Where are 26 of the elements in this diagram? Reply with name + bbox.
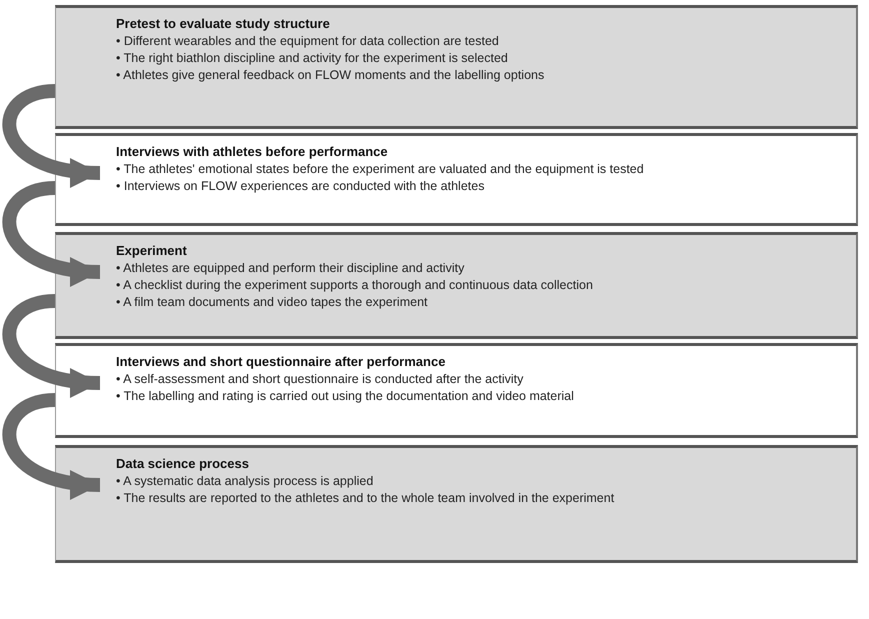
bullet-text: • The labelling and rating is carried out using the documentation and video material xyxy=(116,388,575,405)
step-heading: Pretest to evaluate study structure xyxy=(116,16,331,31)
bullet-text: • Athletes are equipped and perform their discipline and activity xyxy=(116,260,466,277)
bullet-text: • Athletes give general feedback on FLOW moments and the labelling options xyxy=(116,67,546,84)
step-box xyxy=(55,445,858,563)
bullet-text: • The athletes' emotional states before the experiment are valuated and the equipment is tested xyxy=(116,161,645,178)
curved-arrow xyxy=(2,181,100,286)
step-box xyxy=(55,232,858,339)
curved-arrow xyxy=(2,294,100,396)
step-box xyxy=(55,343,858,438)
curved-arrow xyxy=(2,393,100,498)
bullet-text: • A film team documents and video tapes the experiment xyxy=(116,294,428,311)
bullet-text: • The right biathlon discipline and activity for the experiment is selected xyxy=(116,50,509,67)
step-heading: Interviews with athletes before performance xyxy=(116,144,389,159)
step-heading: Interviews and short questionnaire after performance xyxy=(116,354,446,369)
step-heading: Data science process xyxy=(116,456,250,471)
step-box xyxy=(55,5,858,129)
bullet-text: • Interviews on FLOW experiences are conducted with the athletes xyxy=(116,178,486,195)
bullet-text: • A systematic data analysis process is applied xyxy=(116,473,374,490)
step-heading: Experiment xyxy=(116,243,188,258)
bullet-text: • A checklist during the experiment supports a thorough and continuous data collection xyxy=(116,277,594,294)
curved-arrow xyxy=(2,84,100,186)
step-box xyxy=(55,133,858,226)
bullet-text: • A self-assessment and short questionnaire is conducted after the activity xyxy=(116,371,524,388)
bullet-text: • The results are reported to the athletes and to the whole team involved in the experiment xyxy=(116,490,616,507)
bullet-text: • Different wearables and the equipment for data collection are tested xyxy=(116,33,500,50)
